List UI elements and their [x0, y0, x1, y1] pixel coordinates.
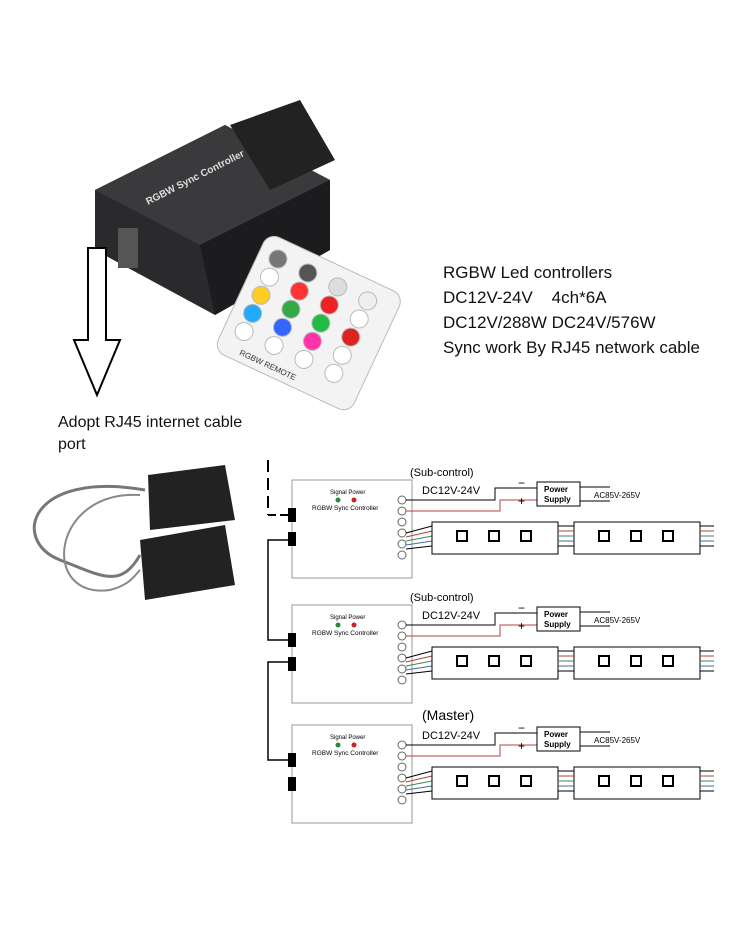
plus-label: + [518, 494, 525, 508]
spec-line: DC12V/288W DC24V/576W [443, 313, 656, 332]
remote-button [341, 327, 361, 347]
minus-label: − [518, 721, 525, 735]
remote-button [264, 335, 284, 355]
remote-button [281, 299, 301, 319]
role-label: (Sub-control) [410, 467, 474, 479]
led-chip [662, 775, 674, 787]
ac-voltage-label: AC85V-265V [594, 616, 641, 625]
signal-power-label: Signal Power [330, 735, 365, 741]
remote-button [272, 317, 292, 337]
led-chip [630, 530, 642, 542]
led-chip [520, 530, 532, 542]
controller-device: RGBW Sync Controller [95, 100, 335, 315]
led-chip [598, 775, 610, 787]
svg-text:Supply: Supply [544, 495, 571, 504]
remote-button [328, 277, 348, 297]
ir-remote: RGBW REMOTE [216, 235, 401, 411]
signal-power-label: Signal Power [330, 615, 365, 621]
controller-box [291, 604, 413, 704]
power-supply-box [536, 481, 581, 507]
remote-button [243, 303, 263, 323]
spec-list: RGBW Led controllers DC12V-24V 4ch*6A DC… [443, 260, 700, 360]
remote-button [349, 309, 369, 329]
controller-name: RGBW Sync Controller [312, 750, 379, 757]
led-chip [598, 530, 610, 542]
led-chip [488, 655, 500, 667]
remote-button [294, 349, 314, 369]
signal-power-label: Signal Power [330, 490, 365, 496]
remote-button [289, 281, 309, 301]
spec-line: Sync work By RJ45 network cable [443, 338, 700, 357]
remote-button [311, 313, 331, 333]
down-arrow-icon [72, 247, 122, 398]
led-chip [456, 530, 468, 542]
svg-text:Power: Power [544, 730, 568, 739]
led-chip [662, 655, 674, 667]
led-chip [662, 530, 674, 542]
power-supply-box [536, 606, 581, 632]
dc-voltage-label: DC12V-24V [422, 730, 481, 742]
led-chip [520, 655, 532, 667]
remote-button [259, 267, 279, 287]
remote-button [332, 345, 352, 365]
svg-text:Supply: Supply [544, 740, 571, 749]
svg-text:Power: Power [544, 610, 568, 619]
remote-button [234, 322, 254, 342]
led-chip [488, 530, 500, 542]
svg-text:Supply: Supply [544, 620, 571, 629]
plus-label: + [518, 619, 525, 633]
led-chip [630, 775, 642, 787]
led-chip [456, 775, 468, 787]
spec-line: DC12V-24V 4ch*6A [443, 288, 607, 307]
remote-button [298, 263, 318, 283]
controller-name: RGBW Sync Controller [312, 505, 379, 512]
led-chip [630, 655, 642, 667]
led-chip [488, 775, 500, 787]
remote-button [268, 249, 288, 269]
remote-button [319, 295, 339, 315]
minus-label: − [518, 601, 525, 615]
controller-box [291, 479, 413, 579]
led-chip [456, 655, 468, 667]
rj45-note: Adopt RJ45 internet cable port [58, 414, 243, 453]
plus-label: + [518, 739, 525, 753]
role-label: (Sub-control) [410, 592, 474, 604]
role-label: (Master) [422, 707, 474, 723]
minus-label: − [518, 476, 525, 490]
linked-controllers-photo [32, 465, 235, 600]
led-chip [520, 775, 532, 787]
dc-voltage-label: DC12V-24V [422, 610, 481, 622]
remote-button [302, 331, 322, 351]
controller-box [291, 724, 413, 824]
controller-name: RGBW Sync Controller [312, 630, 379, 637]
svg-text:Power: Power [544, 485, 568, 494]
remote-button [324, 363, 344, 383]
remote-button [358, 291, 378, 311]
ac-voltage-label: AC85V-265V [594, 491, 641, 500]
dc-voltage-label: DC12V-24V [422, 485, 481, 497]
spec-line: RGBW Led controllers [443, 263, 613, 282]
led-chip [598, 655, 610, 667]
remote-button [251, 285, 271, 305]
power-supply-box [536, 726, 581, 752]
ac-voltage-label: AC85V-265V [594, 736, 641, 745]
